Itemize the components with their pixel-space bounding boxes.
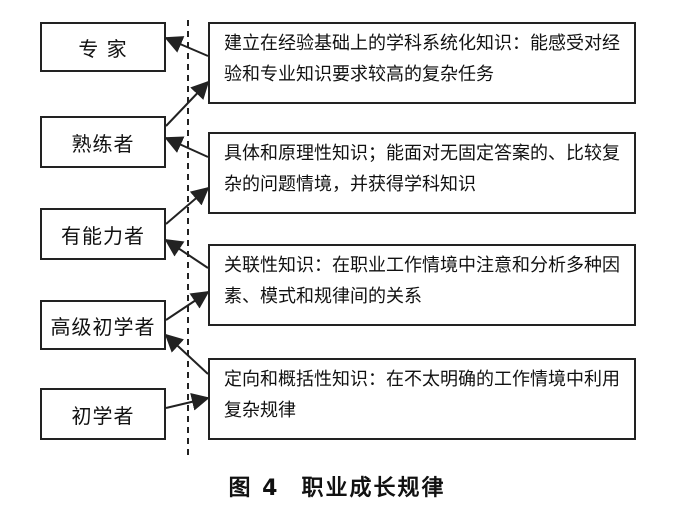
desc-advanced-beginner: 定向和概括性知识：在不太明确的工作情境中利用复杂规律	[208, 358, 636, 440]
stage-advanced-beginner: 高级初学者	[40, 300, 166, 350]
desc-competent-text: 关联性知识：在职业工作情境中注意和分析多种因素、模式和规律间的关系	[224, 255, 620, 307]
desc-expert-text: 建立在经验基础上的学科系统化知识：能感受对经验和专业知识要求较高的复杂任务	[224, 33, 620, 85]
desc-expert: 建立在经验基础上的学科系统化知识：能感受对经验和专业知识要求较高的复杂任务	[208, 22, 636, 104]
stage-advanced-beginner-label: 高级初学者	[50, 314, 156, 339]
arrow-desc-to-advanced-beginner	[164, 333, 209, 375]
figure-title: 职业成长规律	[301, 476, 446, 501]
arrow-advanced-to-competent-desc	[165, 291, 210, 321]
arrow-desc-to-proficient	[164, 136, 209, 158]
stage-proficient-label: 熟练者	[71, 131, 135, 156]
figure-caption: 图 4 职业成长规律	[0, 470, 674, 502]
desc-proficient-text: 具体和原理性知识；能面对无固定答案的、比较复杂的问题情境，并获得学科知识	[224, 143, 620, 195]
stage-proficient: 熟练者	[40, 116, 166, 168]
stage-expert-label: 专 家	[78, 36, 128, 61]
desc-competent: 关联性知识：在职业工作情境中注意和分析多种因素、模式和规律间的关系	[208, 244, 636, 326]
arrow-novice-to-advanced-desc	[165, 392, 210, 411]
arrow-proficient-to-expert-desc	[165, 80, 210, 127]
stage-novice-label: 初学者	[71, 403, 135, 428]
desc-advanced-beginner-text: 定向和概括性知识：在不太明确的工作情境中利用复杂规律	[224, 369, 620, 421]
stage-competent-label: 有能力者	[61, 223, 145, 248]
stage-competent: 有能力者	[40, 208, 166, 260]
stage-novice: 初学者	[40, 388, 166, 440]
arrow-desc-to-expert	[164, 36, 209, 57]
desc-proficient: 具体和原理性知识；能面对无固定答案的、比较复杂的问题情境，并获得学科知识	[208, 132, 636, 214]
arrow-desc-to-competent	[164, 239, 209, 269]
figure-number: 图 4	[228, 476, 280, 501]
stage-expert: 专 家	[40, 22, 166, 72]
arrow-competent-to-proficient-desc	[165, 186, 210, 225]
